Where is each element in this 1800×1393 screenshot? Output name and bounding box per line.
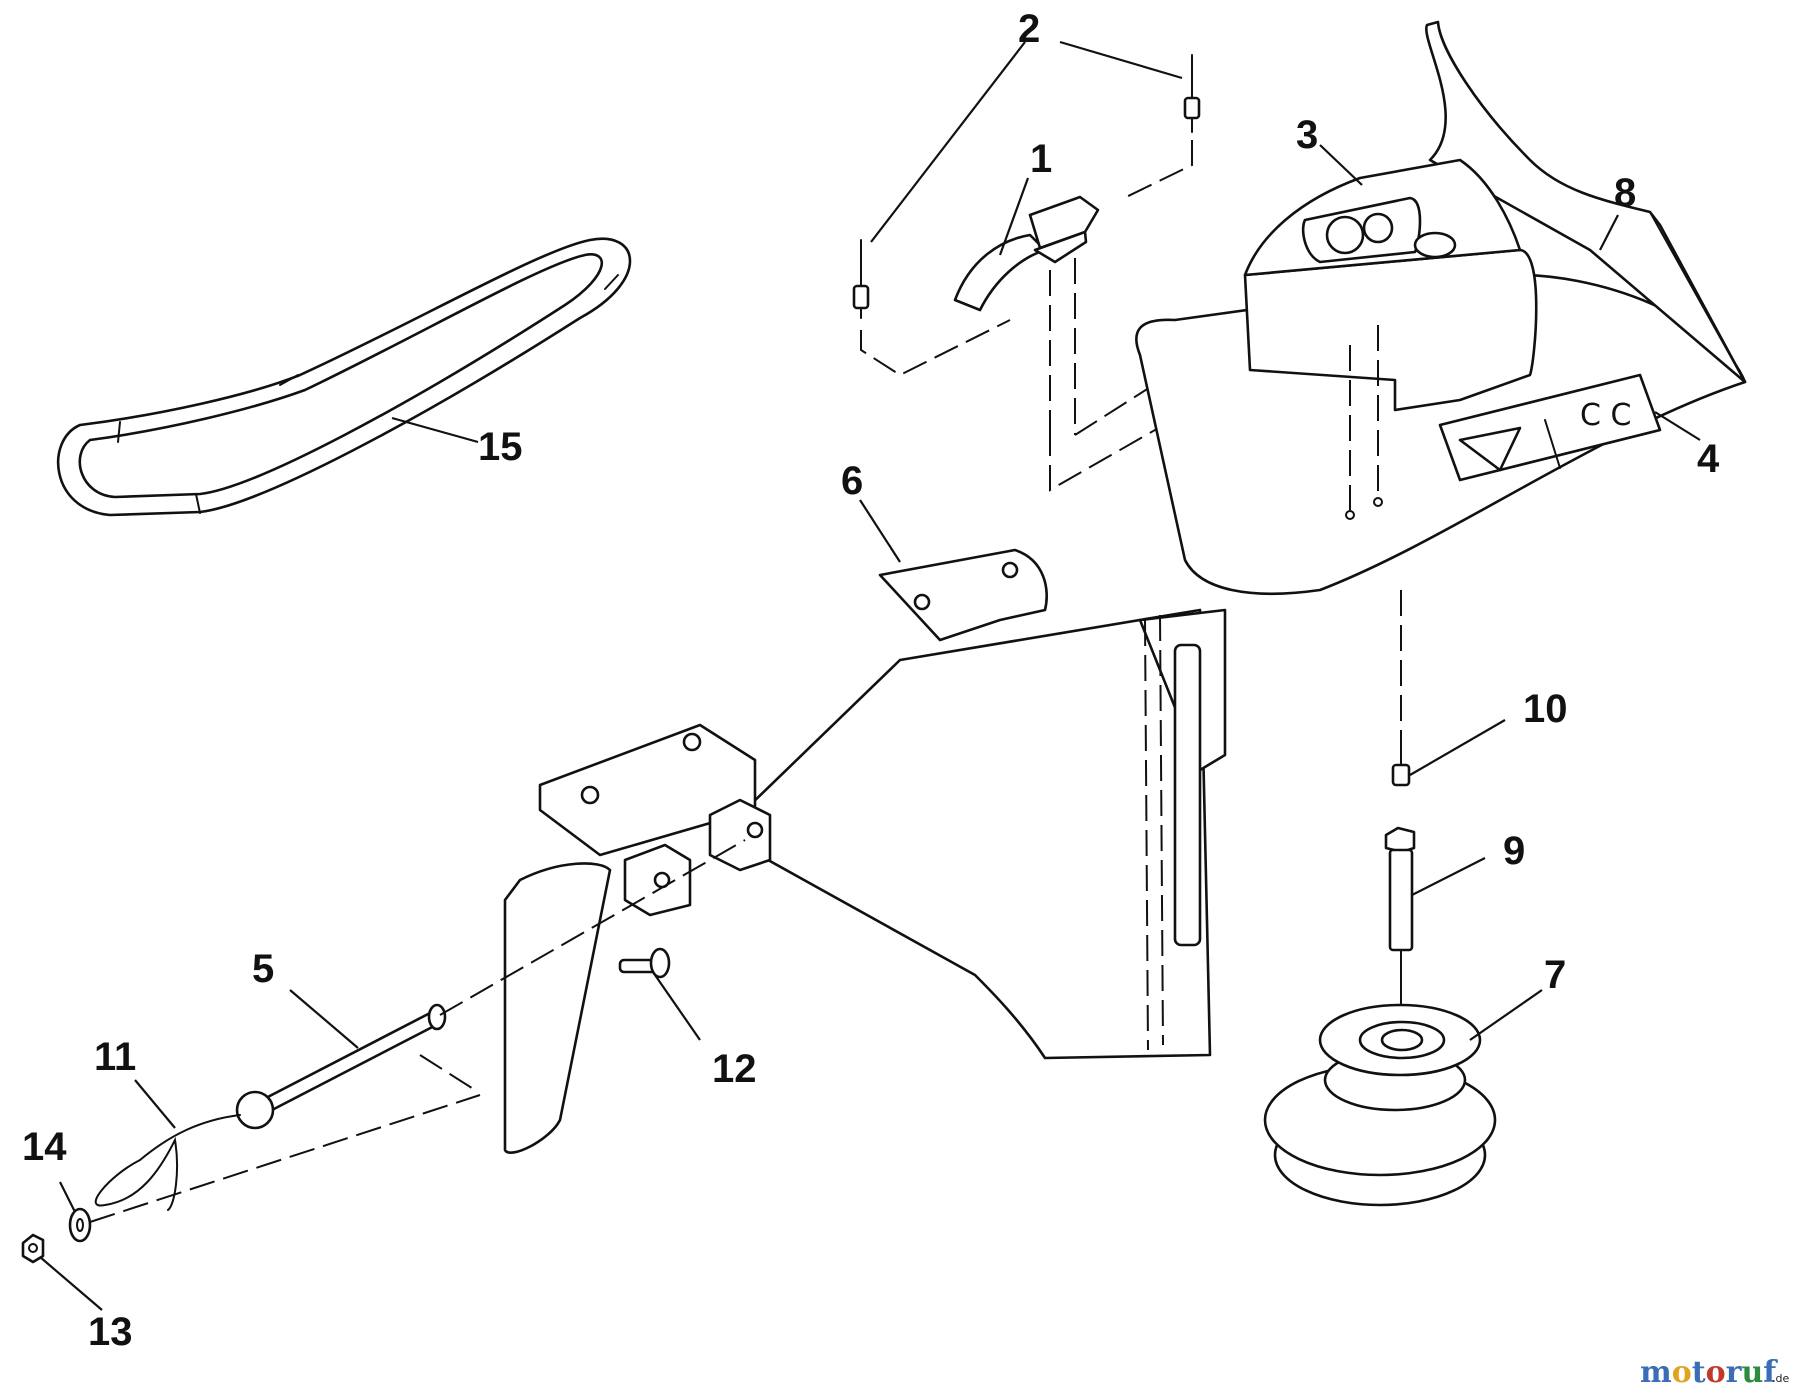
callout-5: 5 <box>252 947 274 991</box>
watermark-letter-t: t <box>1692 1355 1706 1390</box>
rivet-lower <box>852 239 870 319</box>
leader-lines <box>39 40 1701 1311</box>
watermark-letter-r: r <box>1726 1355 1743 1390</box>
svg-text:motoruf: motoruf <box>1640 1355 1778 1390</box>
mounting-bracket <box>743 548 1227 1060</box>
callout-11: 11 <box>94 1035 136 1079</box>
pulley <box>1263 1003 1497 1207</box>
latch <box>953 195 1100 312</box>
grease-fitting <box>1391 754 1411 787</box>
callout-12: 12 <box>712 1047 757 1091</box>
watermark-letter-o2: o <box>1706 1355 1726 1390</box>
carriage-bolt <box>618 947 671 979</box>
warning-decal-plate: C C <box>1438 373 1662 482</box>
cover-housing <box>1243 158 1538 412</box>
warning-decal-top <box>1301 196 1457 264</box>
watermark-letter-m: m <box>1640 1355 1672 1390</box>
callout-6: 6 <box>841 459 863 503</box>
watermark-logo: motoruf .de <box>1640 1355 1789 1390</box>
pivot-rod <box>260 1003 447 1112</box>
callout-8: 8 <box>1614 171 1636 215</box>
hex-nut <box>21 1233 45 1264</box>
watermark-letter-f: f <box>1763 1355 1778 1390</box>
callout-1: 1 <box>1030 137 1052 181</box>
callout-7: 7 <box>1544 953 1566 997</box>
callout-2: 2 <box>1018 7 1040 51</box>
callout-14: 14 <box>22 1125 67 1169</box>
watermark-suffix: .de <box>1772 1372 1789 1385</box>
rivet-upper <box>1183 54 1201 133</box>
svg-text:C C: C C <box>1580 398 1631 433</box>
drive-belt <box>56 237 632 517</box>
callout-13: 13 <box>88 1310 133 1354</box>
pulley-bolt <box>1384 826 1416 952</box>
left-arm <box>503 723 757 1154</box>
pivot-block-a <box>623 843 692 917</box>
watermark-letter-o: o <box>1672 1355 1692 1390</box>
flat-washer <box>68 1207 92 1243</box>
callout-15: 15 <box>478 425 523 469</box>
lynch-pin <box>94 1090 275 1211</box>
callout-4: 4 <box>1697 437 1720 481</box>
callout-9: 9 <box>1503 829 1525 873</box>
pivot-block-b <box>708 798 772 872</box>
callout-10: 10 <box>1523 687 1568 731</box>
watermark-letter-u: u <box>1741 1355 1763 1390</box>
callout-3: 3 <box>1296 113 1318 157</box>
